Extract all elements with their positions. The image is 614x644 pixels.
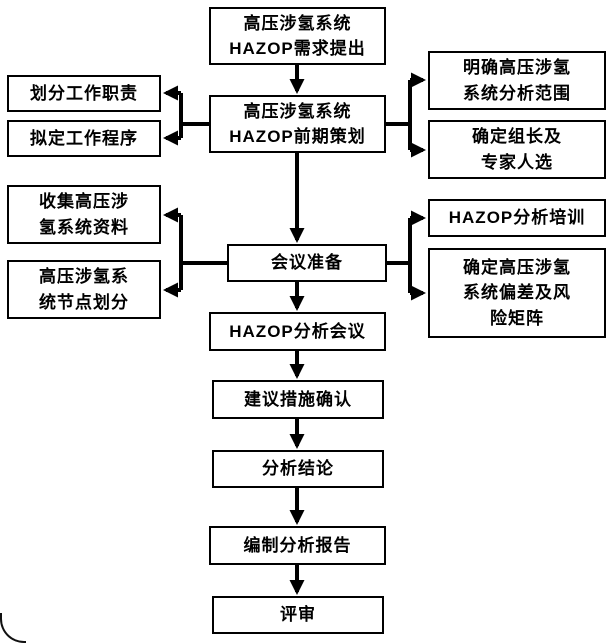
scan-corner-artifact bbox=[0, 613, 26, 643]
node-divide-duties: 划分工作职责 bbox=[7, 75, 161, 112]
node-leader-experts: 确定组长及 专家人选 bbox=[428, 120, 606, 179]
node-hazop-preplanning: 高压涉氢系统 HAZOP前期策划 bbox=[209, 95, 386, 153]
node-meeting-preparation: 会议准备 bbox=[227, 244, 387, 282]
node-compile-report: 编制分析报告 bbox=[209, 526, 386, 565]
node-analysis-scope: 明确高压涉氢 系统分析范围 bbox=[428, 51, 606, 110]
node-hazop-training: HAZOP分析培训 bbox=[428, 199, 606, 237]
node-measures-confirm: 建议措施确认 bbox=[212, 380, 384, 419]
node-draft-procedures: 拟定工作程序 bbox=[7, 120, 161, 157]
node-deviation-matrix: 确定高压涉氢 系统偏差及风 险矩阵 bbox=[428, 248, 606, 338]
node-hazop-meeting: HAZOP分析会议 bbox=[209, 312, 386, 351]
node-hazop-demand: 高压涉氢系统 HAZOP需求提出 bbox=[209, 7, 386, 65]
node-analysis-conclusion: 分析结论 bbox=[212, 450, 384, 488]
node-collect-materials: 收集高压涉 氢系统资料 bbox=[7, 185, 161, 244]
node-node-division: 高压涉氢系 统节点划分 bbox=[7, 260, 161, 319]
node-review: 评审 bbox=[212, 596, 384, 634]
